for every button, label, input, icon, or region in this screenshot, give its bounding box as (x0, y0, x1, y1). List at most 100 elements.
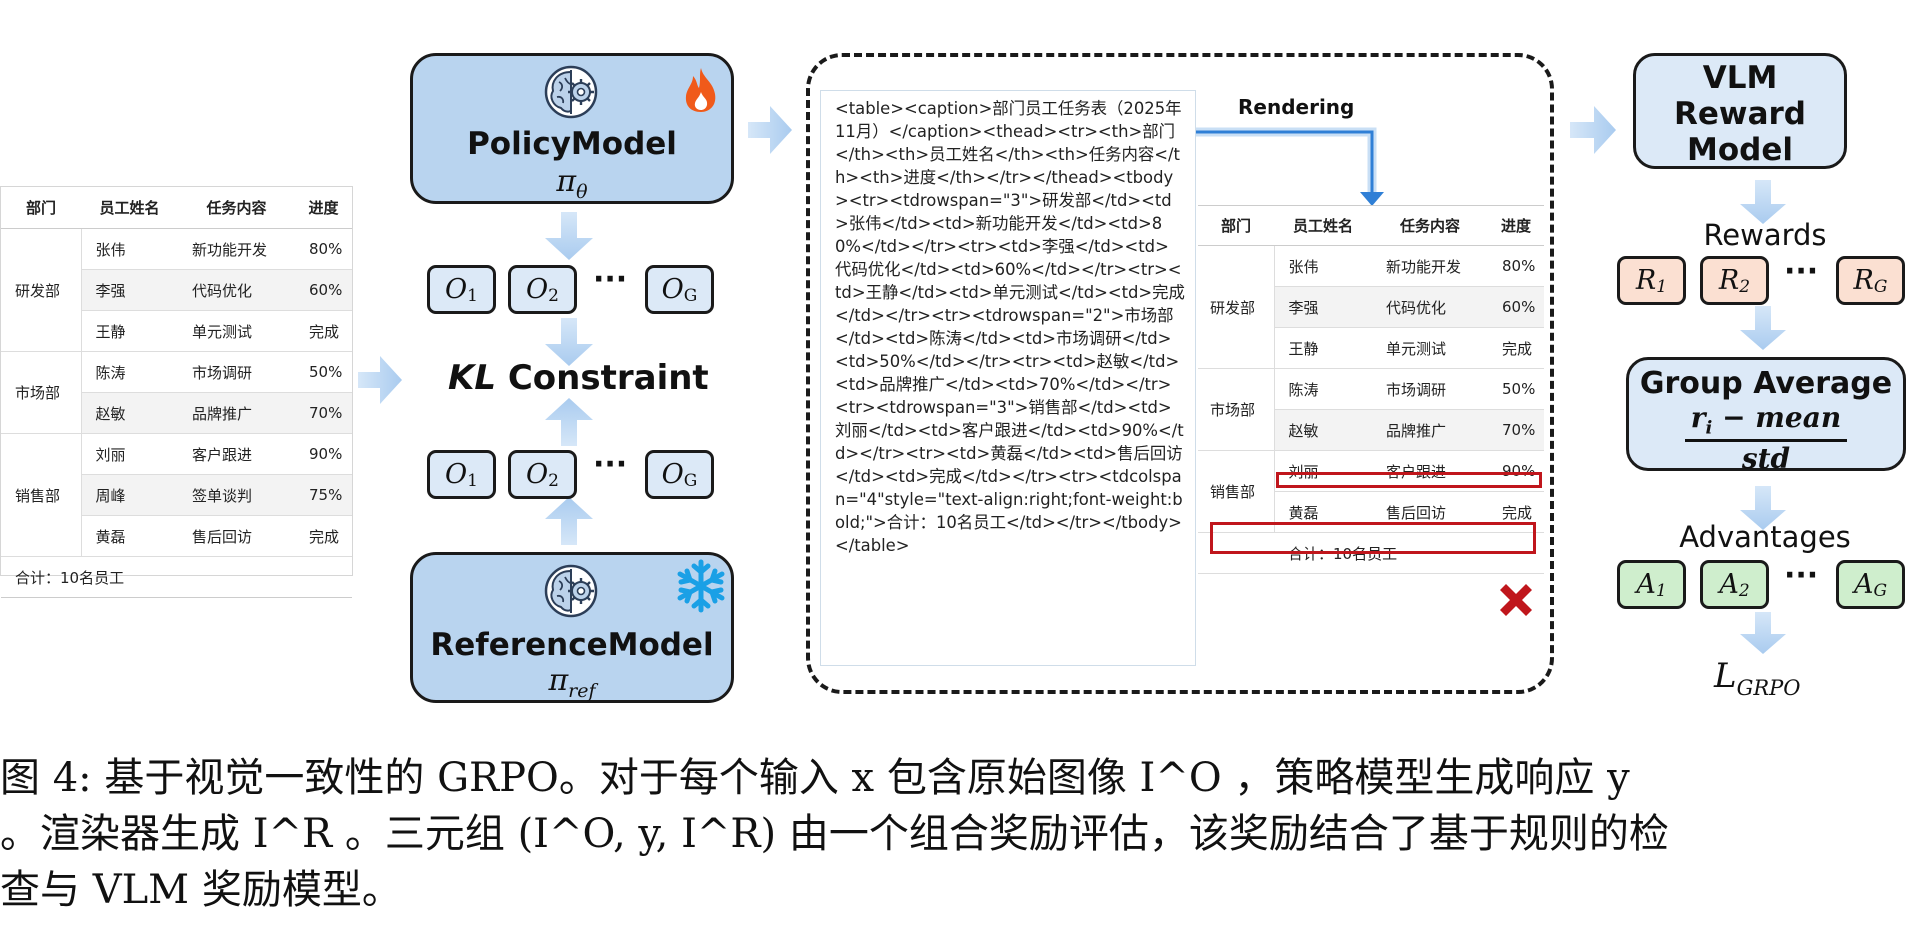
vlm-reward-model-box: VLM Reward Model (1633, 53, 1847, 169)
reward-letter: R (1853, 265, 1874, 296)
arrow-up-icon (545, 497, 593, 545)
reference-model-box: ReferenceModel πref (410, 552, 734, 703)
table-cell: 新功能开发 (178, 228, 295, 270)
caption-line: 。渲染器生成 I^R 。三元组 (I^O, y, I^R) 由一个组合奖励评估，… (0, 811, 1669, 857)
arrow-right-icon (358, 356, 402, 404)
table-total: 合计：10名员工 (1, 556, 352, 598)
advantage-sub: 2 (1738, 580, 1750, 601)
table-cell: 品牌推广 (1372, 409, 1488, 451)
table-cell: 单元测试 (178, 310, 295, 352)
ellipsis: ··· (1784, 558, 1819, 593)
table-cell: 50% (295, 351, 352, 393)
table-cell: 代码优化 (1372, 286, 1488, 328)
output-letter: O (661, 459, 684, 490)
generated-code: <table><caption>部门员工任务表（2025年11月）</capti… (820, 90, 1196, 666)
error-highlight-missing-row (1276, 472, 1542, 488)
reference-model-symbol: πref (413, 663, 731, 702)
table-cell: 完成 (1488, 491, 1544, 533)
table-row: 王静单元测试完成 (1198, 327, 1544, 369)
table-cell: 80% (1488, 245, 1544, 287)
table-cell: 70% (295, 392, 352, 434)
arrow-right-icon (1570, 106, 1616, 154)
output-sub: 2 (548, 285, 559, 306)
advantage-sub: 1 (1655, 580, 1667, 601)
table-header: 任务内容 (1372, 206, 1488, 246)
arrow-down-icon (1740, 486, 1786, 530)
output-letter: O (445, 274, 468, 305)
arrow-down-icon (1740, 306, 1786, 350)
table-cell: 陈涛 (81, 351, 178, 393)
dept-cell: 销售部 (1, 433, 82, 557)
policy-model-title: PolicyModel (467, 126, 677, 162)
numerator-rest: − mean (1712, 401, 1842, 434)
numerator-var: r (1690, 401, 1706, 434)
table-header: 任务内容 (178, 187, 295, 229)
kl-italic: KL (448, 358, 497, 398)
ellipsis: ··· (593, 447, 628, 482)
error-highlight-total-row (1210, 522, 1536, 554)
table-header-row: 部门 员工姓名 任务内容 进度 (1198, 206, 1544, 246)
dept-cell: 市场部 (1198, 368, 1275, 451)
caption-line: 图 4: 基于视觉一致性的 GRPO。对于每个输入 x 包含原始图像 I^O ，… (0, 755, 1630, 801)
advantages-label: Advantages (1679, 520, 1851, 554)
pi-subscript: θ (576, 181, 588, 203)
table-header: 部门 (1198, 206, 1274, 246)
formula-numerator: ri − mean (1684, 401, 1848, 442)
table-cell: 周峰 (81, 474, 178, 516)
table-cell: 张伟 (1274, 245, 1372, 287)
caption-line: 查与 VLM 奖励模型。 (0, 867, 402, 913)
table-row: 王静单元测试完成 (1, 310, 352, 352)
table-cell: 新功能开发 (1372, 245, 1488, 287)
arrow-down-icon (1740, 612, 1786, 654)
table-cell: 陈涛 (1274, 368, 1372, 410)
table-row: 黄磊售后回访完成 (1, 515, 352, 557)
table-cell: 刘丽 (81, 433, 178, 475)
table-cell: 李强 (1274, 286, 1372, 328)
rewards-label: Rewards (1703, 218, 1827, 252)
output-letter: O (661, 274, 684, 305)
arrow-down-icon (545, 318, 593, 366)
table-cell: 70% (1488, 409, 1544, 451)
table-header: 部门 (1, 187, 81, 229)
table-cell: 客户跟进 (178, 433, 295, 475)
vlm-line: VLM (1702, 60, 1778, 96)
table-header: 进度 (1488, 206, 1544, 246)
table-cell: 市场调研 (178, 351, 295, 393)
table-header-row: 部门 员工姓名 任务内容 进度 (1, 187, 352, 229)
reward-sub: G (1873, 276, 1888, 297)
table-cell: 李强 (81, 269, 178, 311)
vlm-line: Model (1687, 132, 1793, 168)
output-letter: O (526, 274, 549, 305)
numerator-sub: i (1705, 417, 1713, 439)
advantage-letter: A (1719, 569, 1739, 600)
dept-cell: 销售部 (1198, 450, 1275, 533)
dept-cell: 市场部 (1, 351, 82, 434)
table-cell: 80% (295, 228, 352, 270)
vlm-line: Reward (1674, 96, 1806, 132)
ellipsis: ··· (1784, 254, 1819, 289)
reference-model-title: ReferenceModel (430, 627, 714, 663)
pi-symbol: π (556, 164, 577, 199)
group-average-title: Group Average (1639, 366, 1893, 401)
output-sub: G (683, 285, 698, 306)
pi-symbol: π (548, 663, 569, 698)
table-cell: 90% (295, 433, 352, 475)
table-header: 员工姓名 (81, 187, 178, 229)
cross-icon (1500, 584, 1532, 616)
table-cell: 王静 (81, 310, 178, 352)
